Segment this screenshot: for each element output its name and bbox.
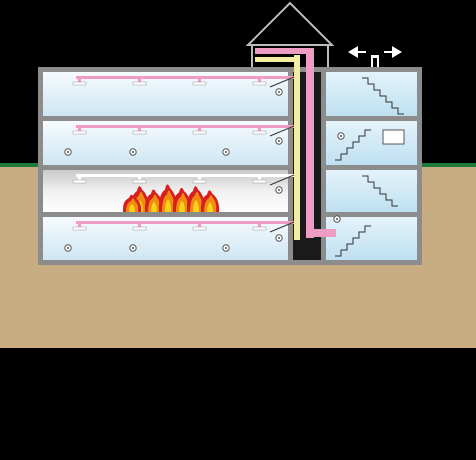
duct-diffuser [192, 130, 207, 135]
duct-drop [258, 174, 261, 181]
duct-top-floor [76, 76, 294, 79]
fire-flames [122, 184, 220, 212]
damper-link [269, 174, 295, 186]
arrow-right-icon [392, 46, 402, 58]
duct-drop [78, 76, 81, 83]
duct-drop [78, 174, 81, 181]
stair-room-basement [326, 217, 417, 260]
duct-second-floor [76, 125, 294, 128]
duct-drop [258, 125, 261, 132]
flame-yellow [151, 201, 157, 212]
detector-center [278, 140, 280, 142]
pink-pipe-header [255, 48, 314, 54]
room-top-floor [43, 72, 288, 116]
duct-drop [198, 125, 201, 132]
yellow-supply-pipe [294, 55, 300, 240]
duct-diffuser [132, 226, 147, 231]
stair-room-top [326, 72, 417, 116]
detector-center [67, 247, 69, 249]
duct-drop [78, 221, 81, 228]
duct-diffuser [252, 81, 267, 86]
detector-center [278, 237, 280, 239]
stair-room-fire [326, 170, 417, 212]
duct-diffuser [72, 179, 87, 184]
detector-center [132, 247, 134, 249]
below-ground-void [0, 348, 476, 460]
arrow-left-icon [348, 46, 358, 58]
duct-diffuser [132, 130, 147, 135]
ceiling-ducts [72, 76, 295, 233]
duct-diffuser [72, 81, 87, 86]
duct-diffuser [192, 81, 207, 86]
duct-diffuser [192, 179, 207, 184]
duct-diffuser [252, 130, 267, 135]
detector-center [225, 151, 227, 153]
flame-yellow [179, 200, 185, 212]
room-basement-floor [43, 217, 288, 260]
flame-yellow [207, 202, 213, 212]
duct-drop [258, 76, 261, 83]
duct-basement-floor [76, 221, 294, 224]
duct-drop [78, 125, 81, 132]
detector-center [225, 247, 227, 249]
duct-drop [198, 76, 201, 83]
detector-center [132, 151, 134, 153]
duct-diffuser [252, 179, 267, 184]
flame-yellow [129, 204, 135, 212]
duct-diffuser [132, 179, 147, 184]
roof-housing [245, 1, 335, 68]
damper-link [269, 125, 295, 137]
flame-yellow [193, 200, 199, 212]
stairs [335, 77, 404, 257]
duct-drop [198, 221, 201, 228]
duct-drop [138, 221, 141, 228]
flame-yellow [165, 199, 171, 212]
duct-drop [198, 174, 201, 181]
damper-link [269, 76, 295, 88]
duct-diffuser [252, 226, 267, 231]
detector-center [67, 151, 69, 153]
room-second-floor [43, 121, 288, 165]
duct-diffuser [72, 130, 87, 135]
duct-fire-floor [76, 174, 294, 177]
pink-exhaust-pipe [306, 48, 314, 238]
exit-sign [382, 129, 405, 145]
yellow-pipe-header [255, 57, 300, 62]
pink-pipe-basement-outlet [306, 229, 336, 237]
detector-center [278, 91, 280, 93]
duct-drop [258, 221, 261, 228]
smoke-detectors [64, 88, 345, 252]
damper-link [269, 221, 295, 233]
detector-center [336, 218, 338, 220]
duct-drop [138, 76, 141, 83]
roof-exhaust-fan [348, 46, 402, 69]
duct-drop [138, 125, 141, 132]
duct-diffuser [132, 81, 147, 86]
duct-drop [138, 174, 141, 181]
duct-diffuser [192, 226, 207, 231]
duct-diffuser [72, 226, 87, 231]
detector-center [340, 135, 342, 137]
detector-center [278, 189, 280, 191]
